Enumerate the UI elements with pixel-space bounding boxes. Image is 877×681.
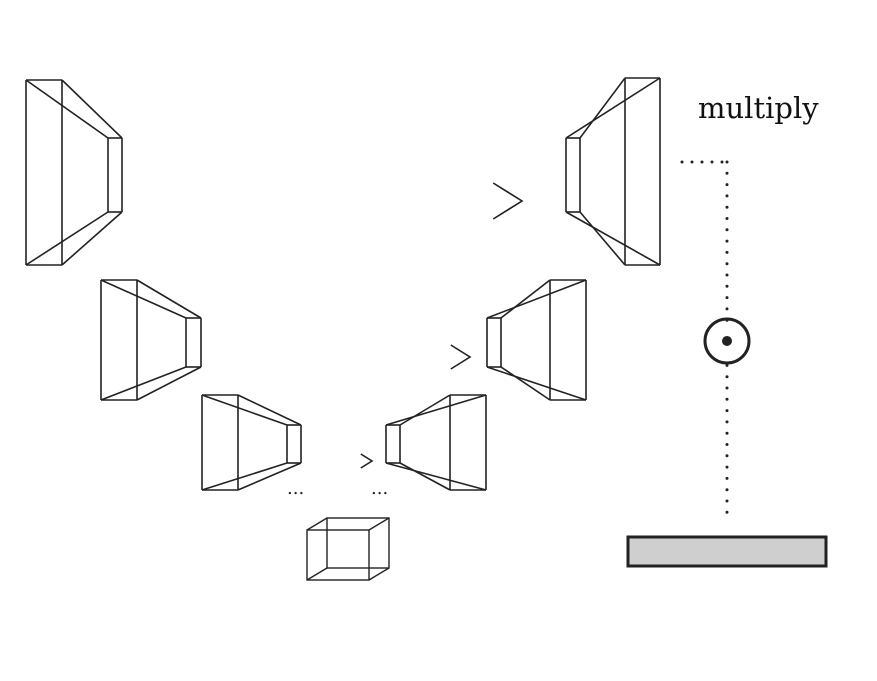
cube-back [326, 517, 390, 569]
dot [680, 160, 684, 164]
edge [486, 366, 587, 401]
edge [368, 517, 390, 531]
edge [61, 79, 123, 139]
edge [25, 211, 109, 266]
edge [201, 462, 288, 491]
edge [100, 279, 187, 319]
dot [725, 499, 729, 503]
skip-arrow-2 [237, 344, 472, 370]
edge [306, 567, 328, 581]
dot [725, 443, 729, 446]
edge [25, 79, 109, 139]
dot [725, 160, 729, 164]
dot [720, 160, 724, 164]
decoder-block-3 [385, 394, 487, 491]
dot [710, 160, 714, 164]
edge [237, 394, 302, 426]
edge [579, 211, 626, 266]
edge [486, 279, 587, 319]
dot [725, 217, 729, 220]
dot [725, 375, 729, 379]
dot [725, 262, 729, 266]
operator-ring [703, 317, 751, 365]
operator-dot [722, 336, 732, 346]
dot [725, 194, 729, 198]
skip-arrow-3 [320, 453, 374, 469]
edge [385, 394, 487, 426]
cube-front [306, 529, 370, 581]
edge [100, 366, 187, 401]
dot [725, 363, 729, 367]
decoder-block-2 [486, 279, 587, 401]
edge [500, 366, 551, 401]
encoder-block-2 [100, 279, 202, 401]
dot [725, 465, 729, 469]
skip-arrow-1 [145, 182, 524, 220]
arrow-head-icon [450, 344, 472, 370]
dot [725, 397, 729, 401]
dot [725, 431, 729, 435]
dot [725, 476, 729, 480]
edge [201, 394, 288, 426]
edge [500, 279, 551, 319]
encoder-block-3 [201, 394, 302, 491]
output-bar [626, 535, 828, 568]
dot [725, 205, 729, 209]
dot [725, 228, 729, 232]
edge [61, 211, 123, 266]
dot [700, 160, 704, 164]
dot [725, 307, 729, 311]
multiply-label: multiply [698, 91, 819, 125]
dot [725, 273, 729, 277]
dot [725, 409, 729, 413]
bottleneck-cube [306, 517, 390, 581]
dot [725, 296, 729, 300]
edge [306, 517, 328, 531]
edge [385, 462, 487, 491]
dot [725, 420, 729, 424]
ellipsis-left: ... [287, 478, 304, 499]
edge [399, 394, 451, 426]
dot [690, 160, 694, 164]
dot [725, 284, 729, 288]
arrow-head-icon [360, 453, 374, 469]
dot [725, 250, 729, 254]
dot [725, 171, 729, 175]
edge [368, 567, 390, 581]
arrow-head-icon [492, 182, 524, 220]
dot [725, 386, 729, 390]
dot [725, 488, 729, 492]
multiply-operator-icon [703, 317, 751, 365]
edge [136, 366, 202, 401]
dot [725, 510, 729, 514]
edge [136, 279, 202, 319]
decoder-block-1 [565, 77, 661, 266]
encoder-block-1 [25, 79, 123, 266]
ellipsis-right: ... [371, 478, 388, 499]
dot [725, 183, 729, 187]
edge [565, 77, 661, 139]
dot [725, 239, 729, 243]
dot [725, 454, 729, 458]
edge [399, 462, 451, 491]
edge [579, 77, 626, 139]
edge [565, 211, 661, 266]
edge [237, 462, 302, 491]
